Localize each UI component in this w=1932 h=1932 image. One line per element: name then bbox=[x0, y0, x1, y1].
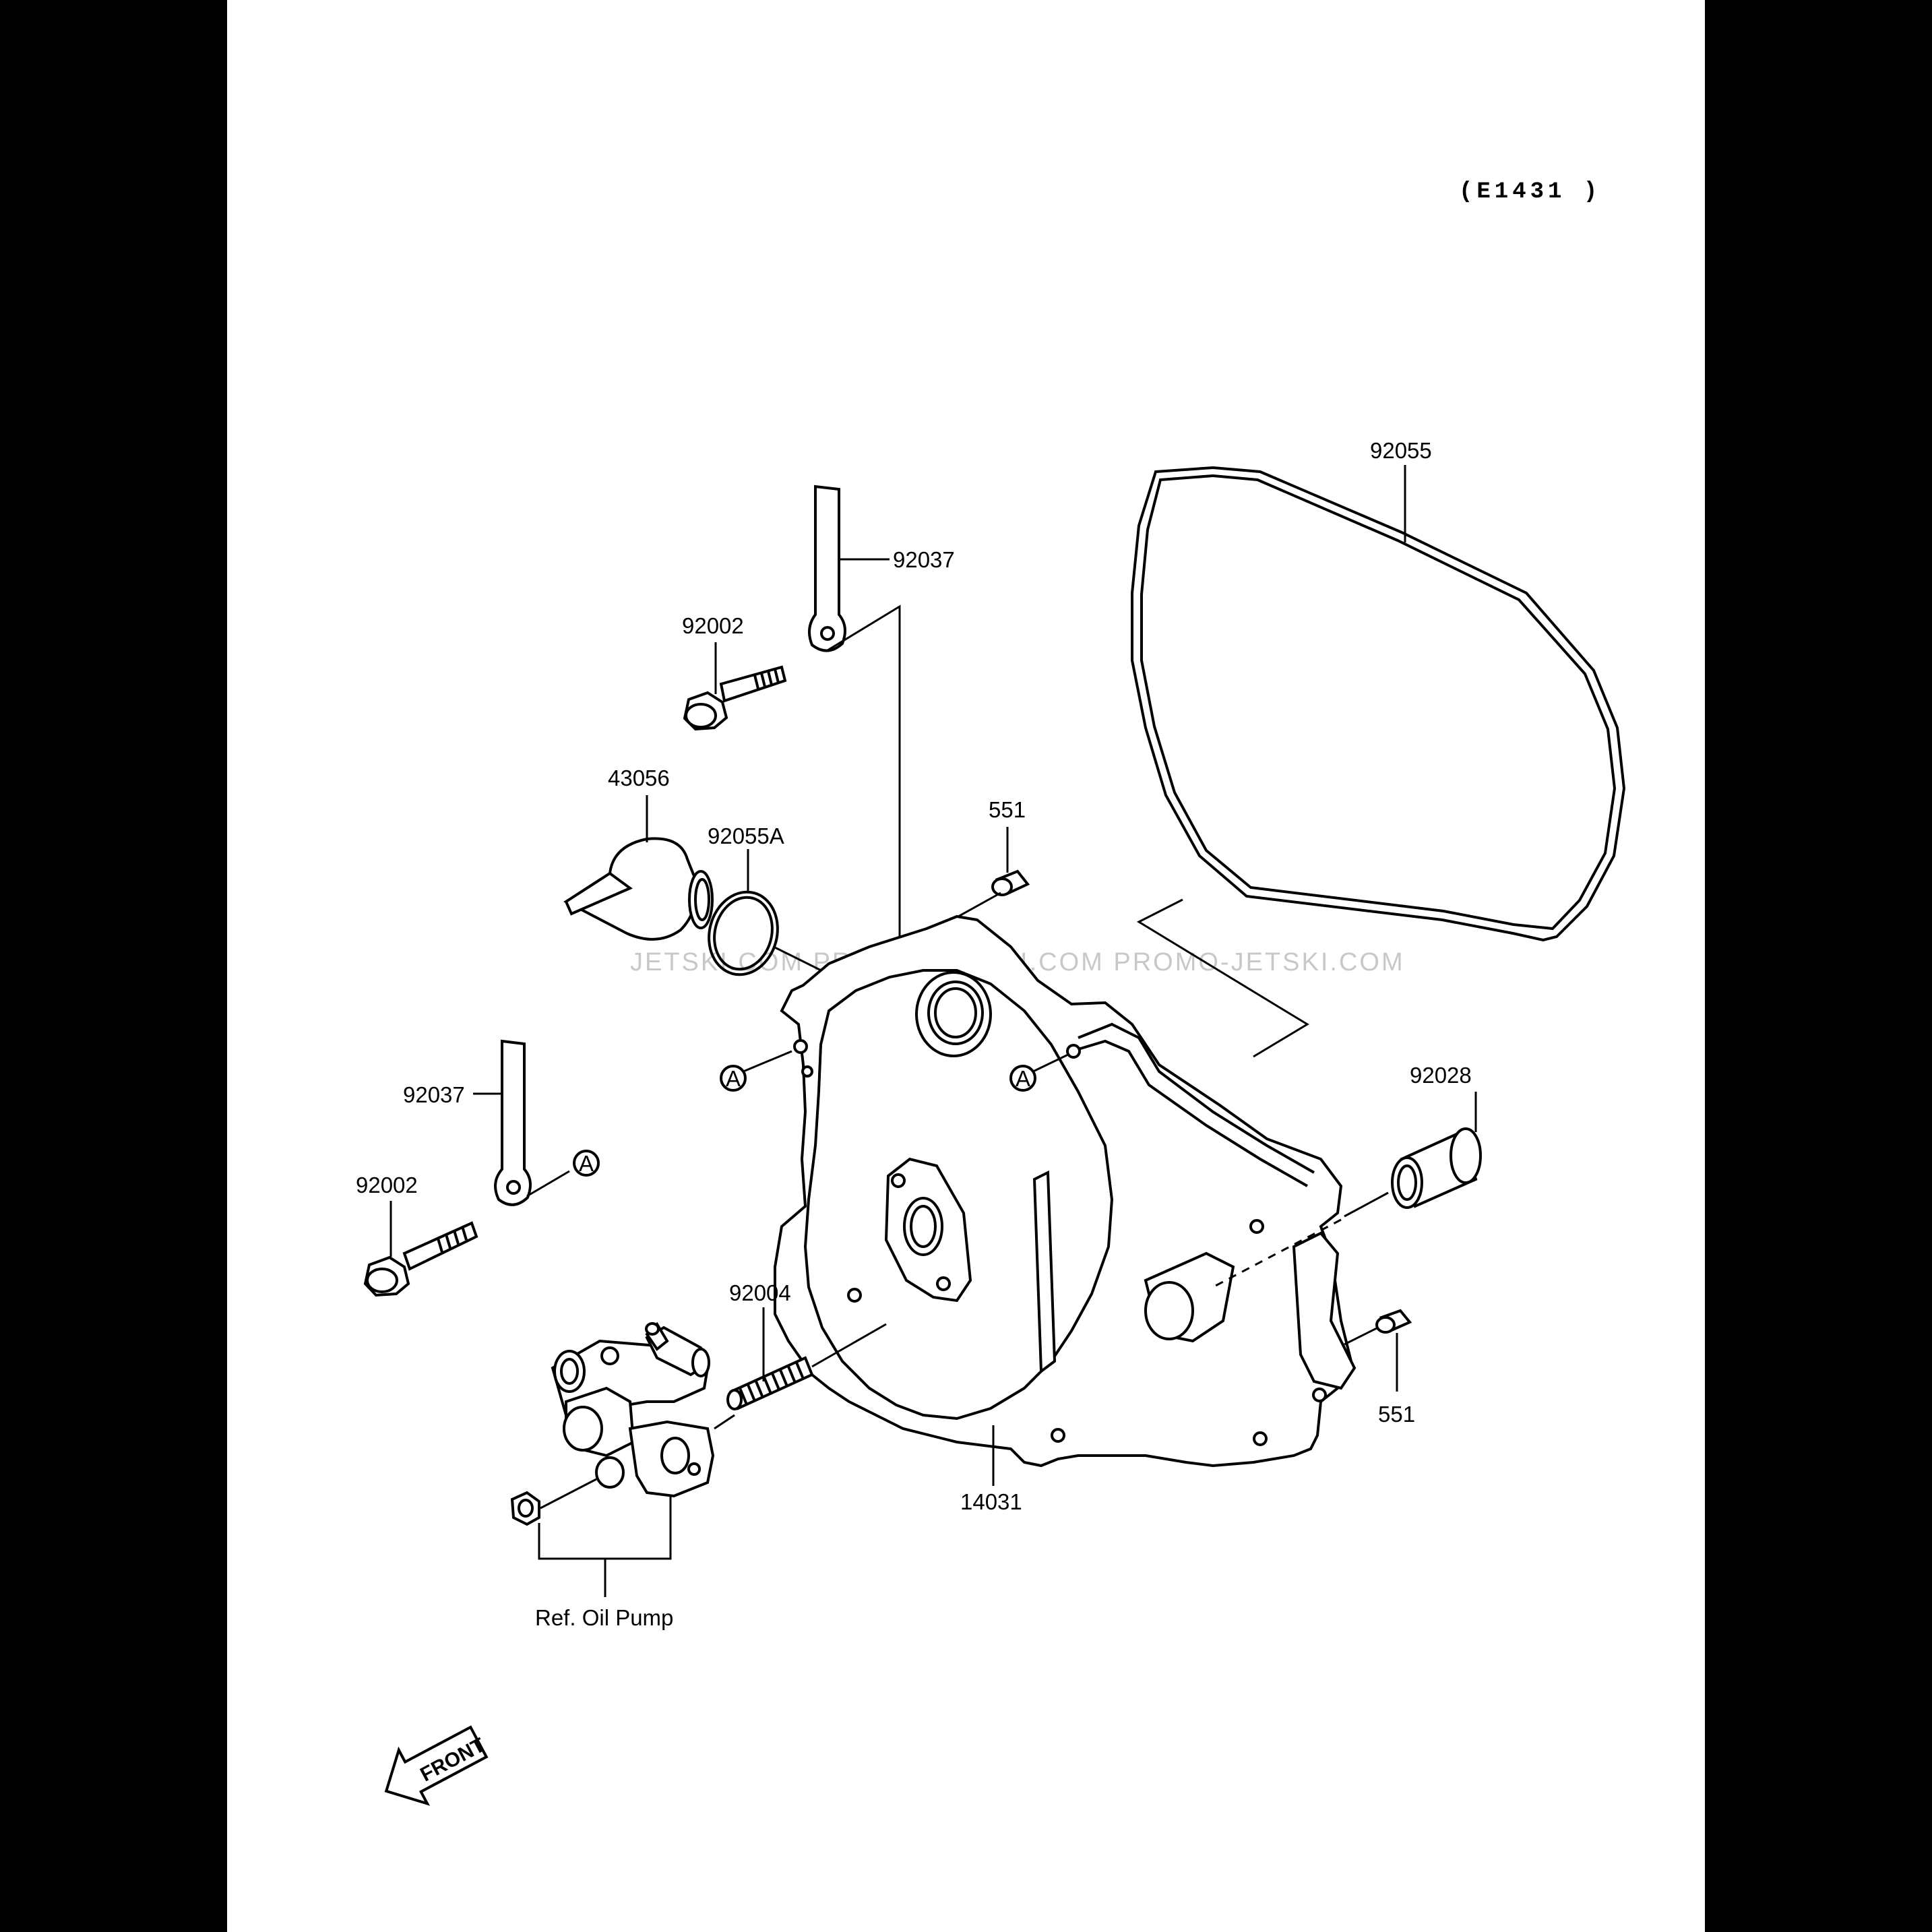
dowel-551-top bbox=[991, 869, 1030, 896]
reference-mark-a-1: A bbox=[720, 1065, 747, 1092]
reference-mark-a-3: A bbox=[573, 1150, 600, 1177]
gasket-92055 bbox=[1131, 466, 1626, 942]
front-direction-arrow: FRONT bbox=[384, 1725, 489, 1806]
dashed-alignment-line bbox=[1212, 1218, 1342, 1288]
callout-92004: 92004 bbox=[729, 1280, 791, 1305]
leader-92037-top-to-cover bbox=[827, 604, 901, 957]
leader-pump-to-stud bbox=[714, 1414, 735, 1430]
callout-92028: 92028 bbox=[1410, 1063, 1472, 1088]
oil-pump-assembly bbox=[551, 1321, 715, 1498]
callout-14031: 14031 bbox=[960, 1489, 1022, 1514]
callout-92055: 92055 bbox=[1370, 438, 1432, 463]
bushing-92028 bbox=[1391, 1127, 1482, 1209]
reference-mark-a-2: A bbox=[1009, 1065, 1036, 1092]
strap-92037-top bbox=[808, 485, 846, 652]
callout-92002-top: 92002 bbox=[682, 613, 744, 638]
oring-92055A bbox=[708, 890, 779, 976]
bracket-ref-oil-pump bbox=[538, 1496, 672, 1560]
bolt-92002-top bbox=[683, 665, 787, 731]
leader-92028-to-cover bbox=[1344, 1191, 1389, 1218]
callout-92037-left: 92037 bbox=[403, 1082, 465, 1107]
oil-cap-43056 bbox=[563, 837, 714, 941]
oil-pump-nut bbox=[510, 1491, 540, 1526]
bolt-92002-left bbox=[363, 1221, 478, 1297]
leader-nut-to-pump bbox=[540, 1478, 597, 1509]
callout-43056: 43056 bbox=[608, 766, 670, 790]
svg-text:A: A bbox=[1016, 1066, 1030, 1091]
dowel-551-right bbox=[1375, 1309, 1412, 1334]
leader-92004-to-cover bbox=[811, 1323, 887, 1368]
leader-551-right-to-cover bbox=[1344, 1326, 1379, 1346]
cover-14031 bbox=[774, 914, 1357, 1468]
stud-92004 bbox=[726, 1356, 814, 1410]
svg-text:A: A bbox=[579, 1151, 594, 1176]
gasket-reference-bracket bbox=[1136, 898, 1309, 1058]
diagram-code: (E1431 ) bbox=[1459, 179, 1601, 205]
svg-text:A: A bbox=[726, 1066, 741, 1091]
callout-92037-top: 92037 bbox=[893, 547, 955, 572]
strap-92037-left bbox=[494, 1039, 532, 1206]
leader-mark-a-2 bbox=[1032, 1053, 1069, 1073]
leader-92037-left-to-A bbox=[526, 1170, 570, 1197]
leader-mark-a-1 bbox=[743, 1050, 792, 1073]
callout-92002-left: 92002 bbox=[356, 1173, 418, 1197]
callout-551-right: 551 bbox=[1378, 1402, 1415, 1427]
callout-551-top: 551 bbox=[989, 797, 1026, 822]
callout-ref-oil-pump: Ref. Oil Pump bbox=[535, 1605, 673, 1630]
callout-92055A: 92055A bbox=[708, 823, 784, 848]
